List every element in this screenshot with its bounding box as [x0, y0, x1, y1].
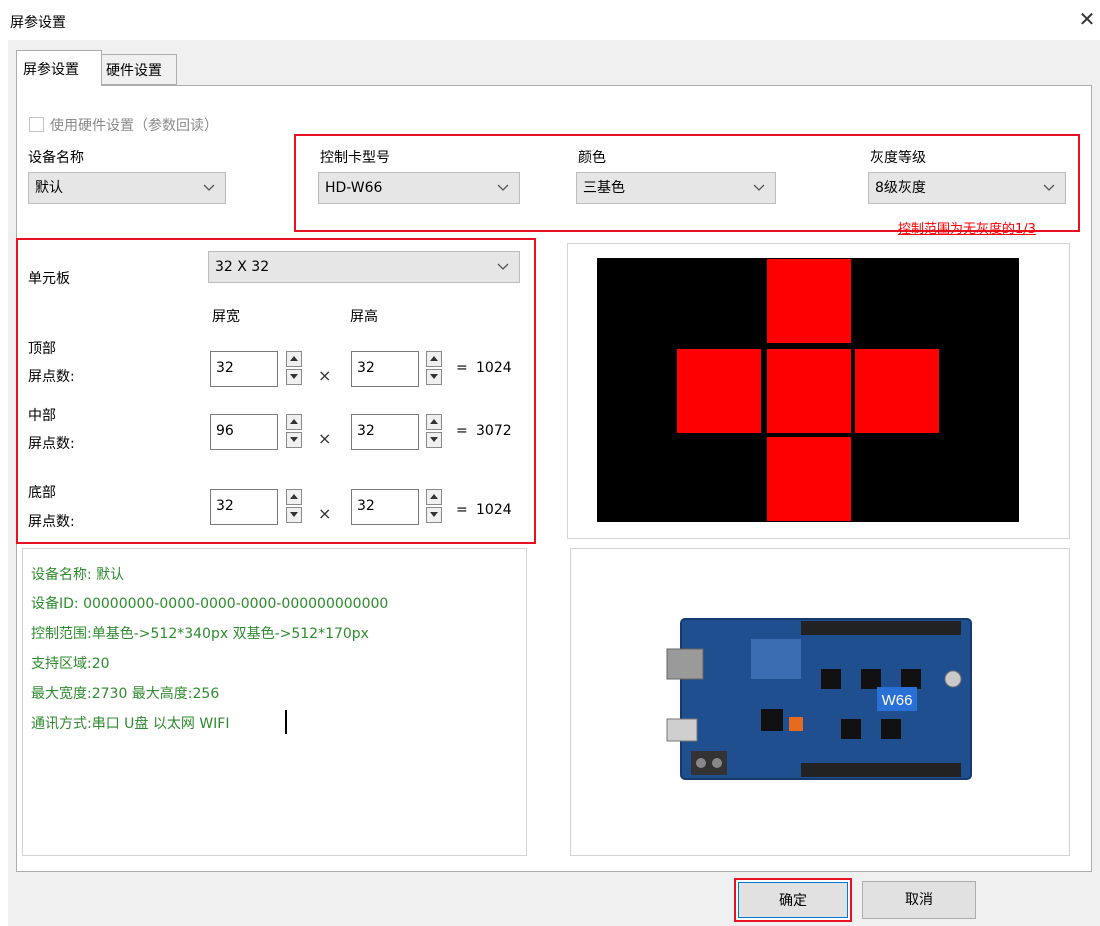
bottom-height-up-arrow-icon[interactable]	[426, 489, 442, 505]
equals-sign: =	[456, 502, 468, 518]
top-height-input[interactable]: 32	[351, 351, 419, 387]
color-value: 三基色	[583, 180, 625, 196]
info-comm-methods: 通讯方式:串口 U盘 以太网 WIFI	[31, 716, 230, 732]
top-row-sublabel: 屏点数:	[28, 369, 75, 385]
gray-level-label: 灰度等级	[870, 150, 926, 166]
middle-width-input[interactable]: 96	[210, 414, 278, 450]
tab-hardware-settings[interactable]: 硬件设置	[101, 54, 177, 85]
chevron-down-icon	[1043, 173, 1057, 203]
close-icon[interactable]: ✕	[1078, 7, 1096, 31]
top-width-input[interactable]: 32	[210, 351, 278, 387]
middle-height-up-arrow-icon[interactable]	[426, 414, 442, 430]
info-supported-areas: 支持区域:20	[31, 656, 110, 672]
gray-level-note: 控制范围为无灰度的1/3	[898, 222, 1036, 237]
info-max-size: 最大宽度:2730 最大高度:256	[31, 686, 220, 702]
bottom-row-label: 底部	[28, 485, 56, 501]
bottom-width-down-arrow-icon[interactable]	[286, 507, 302, 523]
bottom-width-input[interactable]: 32	[210, 489, 278, 525]
width-header: 屏宽	[212, 309, 240, 325]
preview-cell-middle-left	[677, 349, 761, 433]
tab-label: 硬件设置	[106, 63, 162, 79]
board-image-panel: W66	[570, 548, 1070, 856]
top-height-down-arrow-icon[interactable]	[426, 369, 442, 385]
multiply-sign: ×	[318, 504, 332, 523]
bottom-height-down-arrow-icon[interactable]	[426, 507, 442, 523]
preview-cell-bottom	[767, 437, 851, 521]
controller-board-image: W66	[666, 618, 972, 780]
top-width-down-arrow-icon[interactable]	[286, 369, 302, 385]
middle-height-input[interactable]: 32	[351, 414, 419, 450]
middle-row-sublabel: 屏点数:	[28, 436, 75, 452]
card-model-label: 控制卡型号	[320, 150, 390, 166]
screen-preview	[597, 258, 1019, 522]
middle-total: 3072	[476, 423, 512, 439]
multiply-sign: ×	[318, 366, 332, 385]
unit-board-highlight	[16, 238, 536, 544]
color-label: 颜色	[578, 150, 606, 166]
chevron-down-icon	[753, 173, 767, 203]
ok-button-label: 确定	[738, 882, 848, 918]
bottom-width-up-arrow-icon[interactable]	[286, 489, 302, 505]
device-name-value: 默认	[35, 180, 63, 196]
cancel-button[interactable]: 取消	[862, 881, 976, 919]
info-device-name: 设备名称: 默认	[31, 567, 125, 583]
color-select[interactable]: 三基色	[576, 172, 776, 204]
card-model-value: HD-W66	[325, 180, 383, 196]
board-model-label: W66	[882, 692, 913, 709]
preview-cell-middle-center	[767, 349, 851, 433]
middle-width-down-arrow-icon[interactable]	[286, 432, 302, 448]
bottom-total: 1024	[476, 502, 512, 518]
tab-screen-params[interactable]: 屏参设置	[16, 50, 102, 86]
bottom-height-input[interactable]: 32	[351, 489, 419, 525]
equals-sign: =	[456, 423, 468, 439]
top-row-label: 顶部	[28, 341, 56, 357]
height-header: 屏高	[350, 309, 378, 325]
device-name-select[interactable]: 默认	[28, 172, 226, 204]
equals-sign: =	[456, 360, 468, 376]
chevron-down-icon	[497, 252, 511, 282]
multiply-sign: ×	[318, 429, 332, 448]
info-control-range: 控制范围:单基色->512*340px 双基色->512*170px	[31, 626, 369, 642]
gray-level-value: 8级灰度	[875, 180, 926, 196]
middle-height-down-arrow-icon[interactable]	[426, 432, 442, 448]
preview-cell-top	[767, 259, 851, 343]
top-height-up-arrow-icon[interactable]	[426, 351, 442, 367]
device-name-label: 设备名称	[28, 150, 84, 166]
text-caret	[285, 710, 287, 734]
chevron-down-icon	[497, 173, 511, 203]
preview-cell-middle-right	[855, 349, 939, 433]
tab-label: 屏参设置	[23, 62, 79, 78]
chevron-down-icon	[203, 173, 217, 203]
top-width-up-arrow-icon[interactable]	[286, 351, 302, 367]
use-hardware-checkbox[interactable]	[29, 117, 44, 132]
device-info-panel: 设备名称: 默认 设备ID: 00000000-0000-0000-0000-0…	[22, 548, 527, 856]
card-model-select[interactable]: HD-W66	[318, 172, 520, 204]
use-hardware-label: 使用硬件设置（参数回读）	[50, 118, 218, 134]
window-title: 屏参设置	[10, 15, 66, 31]
ok-button[interactable]: 确定	[734, 878, 852, 922]
unit-board-label: 单元板	[28, 271, 70, 287]
info-device-id: 设备ID: 00000000-0000-0000-0000-0000000000…	[31, 596, 389, 612]
middle-row-label: 中部	[28, 408, 56, 424]
unit-board-value: 32 X 32	[215, 259, 270, 275]
top-total: 1024	[476, 360, 512, 376]
bottom-row-sublabel: 屏点数:	[28, 514, 75, 530]
gray-level-select[interactable]: 8级灰度	[868, 172, 1066, 204]
card-settings-highlight	[294, 134, 1080, 232]
middle-width-up-arrow-icon[interactable]	[286, 414, 302, 430]
unit-board-select[interactable]: 32 X 32	[208, 251, 520, 283]
